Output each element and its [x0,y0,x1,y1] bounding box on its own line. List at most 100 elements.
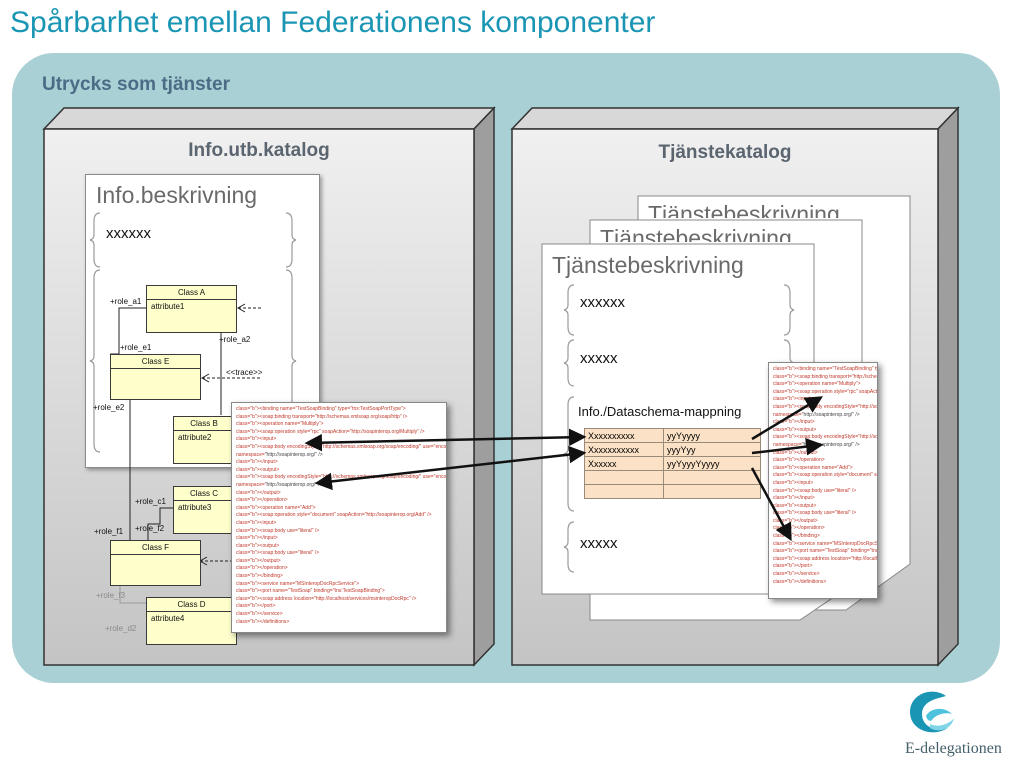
tjanstebeskrivning-title-3: Tjänstebeskrivning [648,201,840,227]
tjanstekatalog-title: Tjänstekatalog [658,142,792,163]
uml-class-a-attr: attribute1 [151,302,185,311]
xml-line: class="b"><soap:binding transport="http:… [236,413,408,420]
xml-line: namespace="http://soapinterop.org/" /> [773,411,860,418]
xml-line: class="b"></service> [236,611,283,618]
info-beskrivning-title: Info.beskrivning [96,182,258,208]
tjanste-section-4: xxxxx [580,535,618,552]
xml-line: class="b"><soap:body encodingStyle="http… [773,403,878,410]
mapping-row [584,484,761,499]
role-a1: +role_a1 [110,297,142,306]
uml-class-b: Class B attribute2 [173,416,235,464]
slide-title: Spårbarhet emellan Federationens kompone… [10,6,656,39]
xml-line: class="b"><soap:body use="literal" /> [236,527,320,534]
uml-class-d-name: Class D [147,598,236,612]
xml-line: class="b"></definitions> [236,618,290,625]
xml-line: class="b"></operation> [773,525,825,532]
uml-class-e-name: Class E [111,355,200,369]
xml-line: class="b"><output> [773,426,817,433]
xml-line: class="b"><soap:body use="literal" /> [236,550,320,557]
xml-line: class="b"><binding name="TestSoapBinding… [773,366,877,372]
xml-line: class="b"><operation name="Multiply"> [236,421,324,428]
xml-line: class="b"><soap:operation style="rpc" so… [773,388,878,395]
xml-line: class="b"></service> [773,571,820,578]
info-brace-text: xxxxxx [106,225,151,242]
uml-class-d-attr: attribute4 [151,614,185,623]
xml-line: class="b"><soap:body encodingStyle="http… [773,434,878,441]
xml-line: class="b"></input> [236,535,278,542]
xml-line: class="b"></operation> [236,497,288,504]
xml-line: class="b"><binding name="TestSoapBinding… [236,406,406,412]
xml-line: class="b"></input> [236,459,278,466]
role-c1: +role_c1 [135,497,166,506]
logo-text: E-delegationen [905,740,1002,757]
tjanstebeskrivning-title-2: Tjänstebeskrivning [600,225,792,251]
role-d2: +role_d2 [105,624,137,633]
xml-line: namespace="http://soapinterop.org/" /> [236,451,323,458]
tjanstebeskrivning-title-1: Tjänstebeskrivning [552,252,744,278]
e-delegationen-logo-icon [910,691,954,733]
xml-line: class="b"></output> [773,449,818,456]
xml-line: class="b"></operation> [236,565,288,572]
uml-class-d: Class D attribute4 [146,597,237,645]
xml-line: class="b"></input> [773,419,815,426]
xml-line: class="b"><input> [773,396,814,403]
xml-line: class="b"></binding> [236,573,283,580]
mapping-row [584,470,761,485]
xml-line: class="b"><input> [236,436,277,443]
uml-class-f: Class F [110,540,201,586]
uml-class-a-name: Class A [147,286,236,300]
xml-line: class="b"><service name="MSInteropDocRpc… [236,580,360,587]
tjanste-section-2: xxxxx [580,350,618,367]
xml-line: class="b"><output> [236,542,280,549]
xml-line: class="b"><soap:address location="http:/… [773,555,877,562]
xml-line: class="b"><soap:operation style="documen… [773,472,877,479]
role-a2: +role_a2 [219,335,251,344]
xml-line: class="b"><operation name="Add"> [236,504,316,511]
xml-line: class="b"><soap:operation style="documen… [236,512,432,519]
xml-line: class="b"><output> [236,466,280,473]
uml-class-f-name: Class F [111,541,200,555]
xml-line: class="b"><soap:binding transport="http:… [773,373,877,380]
role-e1: +role_e1 [120,343,152,352]
info-katalog-title: Info.utb.katalog [188,140,330,161]
xml-line: class="b"><output> [773,502,817,509]
tjanste-section-1: xxxxxx [580,294,625,311]
xml-line: class="b"></definitions> [773,578,827,585]
xml-line: class="b"><service name="MSInteropDocRpc… [773,540,878,547]
arrow-right-top [751,396,823,441]
xml-line: class="b"><port name="TestSoap" binding=… [236,588,385,595]
xml-line: class="b"></output> [236,489,281,496]
uml-class-c-attr: attribute3 [178,503,212,512]
trace-label: <<trace>> [226,368,263,377]
xml-line: class="b"></port> [236,603,276,610]
xml-line: class="b"></binding> [773,533,820,540]
xml-line: class="b"><operation name="Multiply"> [773,381,861,388]
xml-line: class="b"><soap:address location="http:/… [236,595,417,602]
xml-line: class="b"></port> [773,563,813,570]
uml-class-a: Class A attribute1 [146,285,237,333]
xml-line: class="b"><port name="TestSoap" binding=… [773,548,878,555]
role-f1: +role_f1 [94,527,124,536]
wsdl-document-right: class="b"><binding name="TestSoapBinding… [768,362,878,599]
xml-line: class="b"></output> [236,557,281,564]
uml-class-b-attr: attribute2 [178,433,212,442]
arrow-mapping-top [304,428,587,452]
arrow-mapping-mid [314,445,587,491]
xml-line: class="b"></output> [773,517,818,524]
panel-label: Utrycks som tjänster [42,74,230,95]
arrow-right-mid [751,437,824,456]
xml-line: class="b"><soap:body use="literal" /> [773,487,857,494]
role-f3: +role_f3 [96,591,126,600]
role-f2: +role_f2 [135,524,165,533]
xml-line: class="b"><input> [236,519,277,526]
xml-line: namespace="http://soapinterop.org/" /> [236,481,323,488]
xml-line: class="b"></operation> [773,457,825,464]
uml-class-e: Class E [110,354,201,400]
tjanste-section-mapping: Info./Dataschema-mappning [578,404,742,419]
uml-class-c-name: Class C [174,487,234,501]
mapping-target-cell [663,484,761,499]
arrow-right-bottom [750,467,792,542]
